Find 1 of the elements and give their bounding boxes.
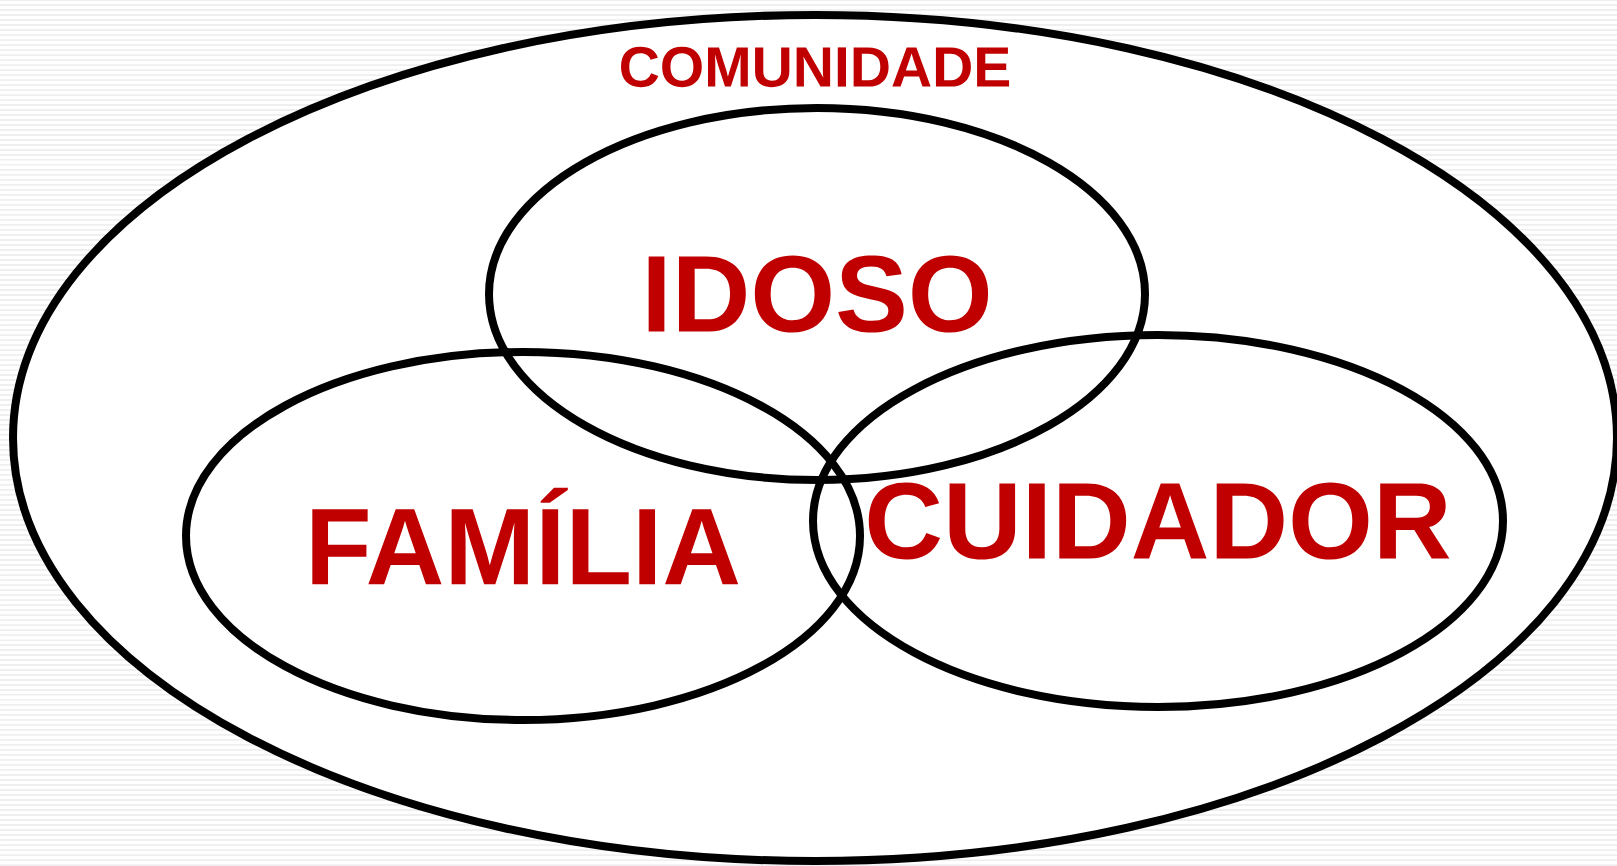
node-label: COMUNIDADE [621,46,1010,88]
